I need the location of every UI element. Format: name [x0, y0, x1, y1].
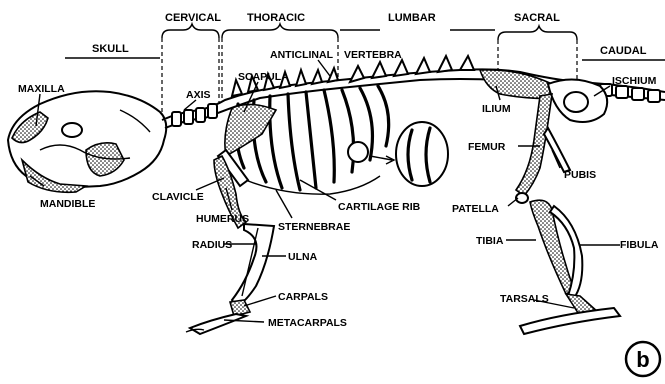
caudal-vertebra: [616, 86, 628, 98]
region-label-lumbar: LUMBAR: [388, 12, 436, 24]
caudal-vertebra: [632, 88, 644, 100]
lumbar-process: [394, 60, 408, 76]
metacarpals-bone: [190, 314, 246, 334]
label-scapula: SCAPULA: [238, 71, 289, 83]
lumbar-process: [438, 56, 452, 72]
label-ilium: ILIUM: [482, 103, 511, 115]
label-clavicle: CLAVICLE: [152, 191, 204, 203]
label-sternebrae: STERNEBRAE: [278, 221, 350, 233]
region-label-caudal: CAUDAL: [600, 45, 647, 57]
label-ischium: ISCHIUM: [612, 75, 657, 87]
lumbar-process: [416, 58, 430, 74]
region-label-skull: SKULL: [92, 43, 129, 55]
thoracic-brace: [222, 24, 338, 38]
orbit: [62, 123, 82, 137]
rib-detail-circle: [348, 142, 368, 162]
sacral-brace: [498, 26, 577, 40]
cervical-vertebra: [184, 110, 193, 124]
label-fibula: FIBULA: [620, 239, 659, 251]
region-label-thoracic: THORACIC: [247, 12, 305, 24]
label-axis: AXIS: [186, 89, 211, 101]
label-carpals: CARPALS: [278, 291, 328, 303]
label-patella: PATELLA: [452, 203, 499, 215]
leader-carpals: [244, 296, 276, 306]
leader-axis: [184, 100, 196, 110]
spinous-process: [296, 70, 306, 86]
label-metacarpals: METACARPALS: [268, 317, 347, 329]
label-pubis: PUBIS: [564, 169, 596, 181]
label-humerus: HUMERUS: [196, 213, 249, 225]
rib-detail-inset: [396, 122, 448, 186]
carpals-bone: [230, 300, 250, 316]
label-anticlinal: ANTICLINAL: [270, 49, 334, 61]
lumbar-process: [372, 62, 386, 78]
panel-letter-badge: b: [626, 342, 660, 376]
label-cartilage-rib: CARTILAGE RIB: [338, 201, 421, 213]
leader-patella: [508, 198, 518, 206]
lumbar-process: [350, 66, 364, 82]
pubis-bone: [544, 128, 570, 172]
lumbar-process: [460, 56, 474, 70]
cervical-vertebra: [196, 108, 205, 122]
caudal-vertebra: [648, 90, 660, 102]
label-maxilla: MAXILLA: [18, 83, 65, 95]
leader-cartilage-rib: [300, 180, 336, 200]
label-vertebra: VERTEBRA: [344, 49, 402, 61]
obturator-foramen: [564, 92, 588, 112]
label-mandible: MANDIBLE: [40, 198, 95, 210]
label-femur: FEMUR: [468, 141, 506, 153]
spinous-process: [312, 70, 322, 84]
cervical-brace: [162, 24, 219, 38]
cervical-vertebra: [208, 104, 217, 118]
region-label-sacral: SACRAL: [514, 12, 560, 24]
metatarsals-bone: [520, 308, 620, 334]
label-tibia: TIBIA: [476, 235, 504, 247]
label-radius: RADIUS: [192, 239, 232, 251]
label-ulna: ULNA: [288, 251, 318, 263]
femur-bone: [516, 94, 552, 196]
panel-letter: b: [636, 347, 649, 372]
radius-ulna: [232, 224, 274, 306]
cervical-vertebra: [172, 112, 181, 126]
scapula-bone: [225, 104, 276, 156]
leader-sternebrae: [276, 190, 292, 218]
label-tarsals: TARSALS: [500, 293, 549, 305]
region-label-cervical: CERVICAL: [165, 12, 221, 24]
